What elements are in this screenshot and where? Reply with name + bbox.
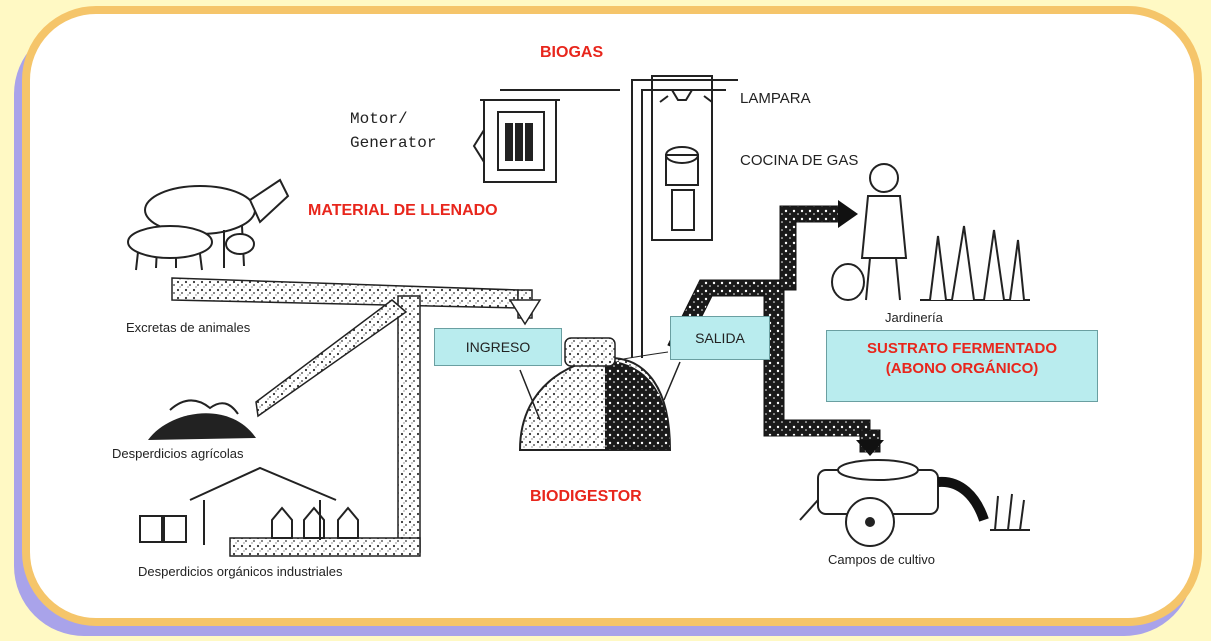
motor-label-line1: Motor/: [350, 110, 408, 128]
cocina-label: COCINA DE GAS: [740, 152, 859, 169]
material-label: MATERIAL DE LLENADO: [308, 202, 498, 219]
motor-label-line2: Generator: [350, 134, 437, 152]
industrial-building-drawing: [139, 466, 359, 545]
ingreso-arrow: [508, 299, 542, 326]
animals-drawing: [127, 178, 290, 271]
industriales-label: Desperdicios orgánicos industriales: [138, 564, 343, 579]
sustrato-line1: SUSTRATO FERMENTADO: [867, 340, 1057, 357]
ingreso-box: INGRESO: [434, 328, 562, 366]
input-channels: [171, 277, 533, 557]
gardener-drawing: [831, 163, 1030, 301]
sustrato-line2: (ABONO ORGÁNICO): [885, 360, 1039, 377]
agricolas-label: Desperdicios agrícolas: [112, 446, 244, 461]
sustrato-box: SUSTRATO FERMENTADO (ABONO ORGÁNICO): [826, 330, 1098, 402]
tractor-drawing: [799, 459, 1030, 547]
lamp-stove-drawing: [651, 75, 713, 241]
motor-generator-drawing: [472, 99, 557, 183]
biogas-label: BIOGAS: [540, 44, 604, 61]
excretas-label: Excretas de animales: [126, 320, 251, 335]
salida-box: SALIDA: [670, 316, 770, 360]
output-arrow-garden: [838, 200, 858, 228]
biodigestor-label: BIODIGESTOR: [530, 488, 642, 505]
campos-label: Campos de cultivo: [828, 552, 935, 567]
jardineria-label: Jardinería: [885, 310, 943, 325]
lampara-label: LAMPARA: [740, 90, 811, 107]
output-arrow-field: [856, 440, 884, 456]
gas-holder: [564, 337, 616, 367]
agricultural-waste-drawing: [148, 399, 256, 440]
